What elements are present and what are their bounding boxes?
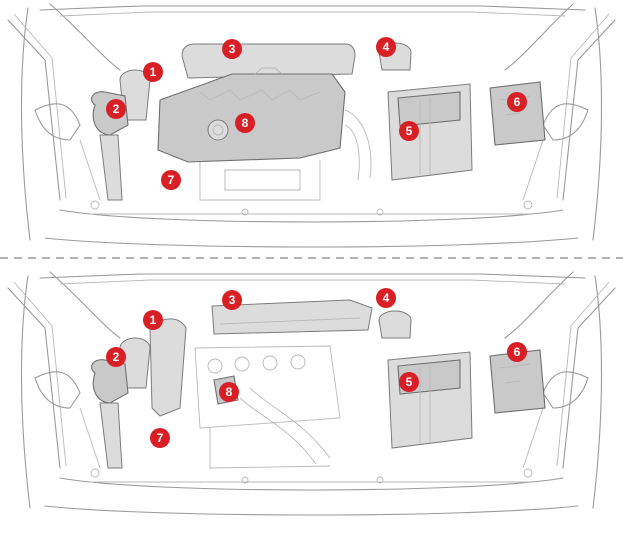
callout-label: 4 [383, 291, 390, 305]
callouts-bottom: 1 2 3 4 5 6 7 8 [106, 288, 527, 448]
callout-top-6: 6 [507, 92, 527, 112]
callouts-top: 1 2 3 4 5 6 7 8 [106, 37, 527, 190]
bottom-engine-view [7, 271, 616, 516]
top-engine-view [7, 3, 616, 248]
callout-label: 1 [150, 313, 157, 327]
callout-bottom-7: 7 [150, 428, 170, 448]
callout-label: 4 [383, 40, 390, 54]
callout-label: 2 [113, 350, 120, 364]
callout-label: 3 [229, 293, 236, 307]
callout-label: 7 [157, 431, 164, 445]
callout-label: 7 [168, 173, 175, 187]
callout-label: 8 [226, 385, 233, 399]
callout-label: 5 [406, 124, 413, 138]
callout-top-7: 7 [161, 170, 181, 190]
callout-top-2: 2 [106, 99, 126, 119]
callout-label: 5 [406, 375, 413, 389]
callout-label: 8 [242, 116, 249, 130]
callout-top-1: 1 [143, 62, 163, 82]
callout-label: 6 [514, 345, 521, 359]
callout-bottom-8: 8 [219, 382, 239, 402]
callout-label: 1 [150, 65, 157, 79]
callout-label: 3 [229, 42, 236, 56]
callout-bottom-1: 1 [143, 310, 163, 330]
callout-label: 6 [514, 95, 521, 109]
callout-top-3: 3 [222, 39, 242, 59]
callout-bottom-3: 3 [222, 290, 242, 310]
callout-top-8: 8 [235, 113, 255, 133]
callout-label: 2 [113, 102, 120, 116]
callout-bottom-4: 4 [376, 288, 396, 308]
callout-bottom-5: 5 [399, 372, 419, 392]
callout-top-4: 4 [376, 37, 396, 57]
callout-bottom-6: 6 [507, 342, 527, 362]
callout-bottom-2: 2 [106, 347, 126, 367]
callout-top-5: 5 [399, 121, 419, 141]
